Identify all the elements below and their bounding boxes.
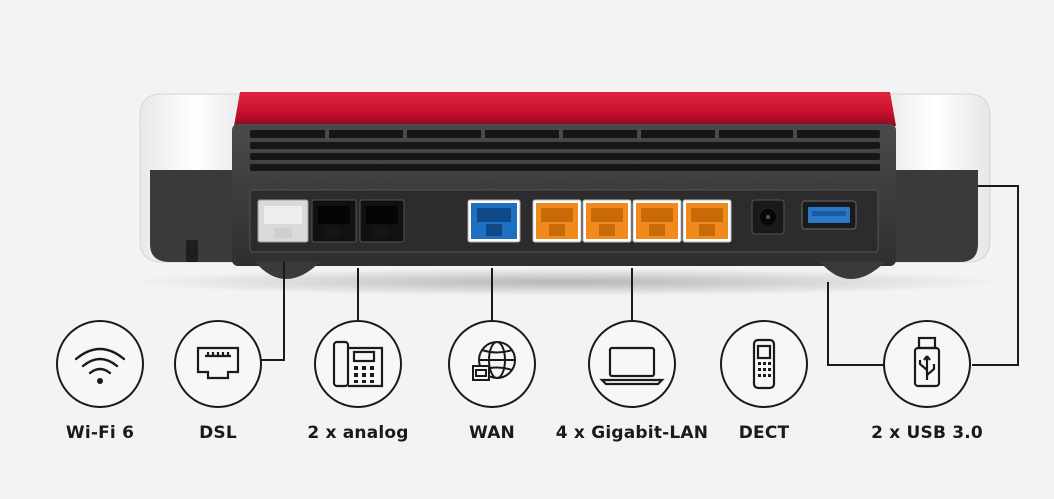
usb-port [801, 200, 857, 230]
port-label-lan1: LAN 1 [540, 181, 565, 190]
port-label-power: Power [750, 181, 776, 190]
wan-port [467, 199, 521, 243]
port-label-fon2: FON 2 [362, 181, 388, 190]
port-label-lan3: LAN 3 [638, 181, 663, 190]
feature-icon-lan [588, 320, 676, 408]
feature-icon-analog [314, 320, 402, 408]
port-label-wan: WAN [478, 181, 498, 190]
port-label-fon1: FON 1 [314, 181, 340, 190]
fon2-port [359, 199, 405, 243]
lan2-port [582, 199, 632, 243]
lan4-port [682, 199, 732, 243]
port-label-usb: USB [818, 181, 835, 190]
feature-icon-wifi [56, 320, 144, 408]
lan1-port [532, 199, 582, 243]
usb-stick-icon [913, 336, 941, 388]
feature-icon-usb [883, 320, 971, 408]
analog-phone-icon [332, 340, 384, 388]
feature-label-wan: WAN [469, 423, 515, 443]
router-right-end-cap [879, 93, 991, 263]
lan3-port [632, 199, 682, 243]
feature-label-analog: 2 x analog [307, 423, 409, 443]
vent-slots [250, 130, 880, 171]
wan-globe-icon [472, 341, 516, 381]
port-label-dsl: DSL [270, 181, 287, 190]
feature-label-usb: 2 x USB 3.0 [871, 423, 983, 443]
port-label-lan2: LAN 2 [590, 181, 615, 190]
feature-label-lan: 4 x Gigabit-LAN [555, 423, 709, 443]
feature-label-dect: DECT [738, 423, 790, 443]
router-red-top [234, 92, 896, 126]
connector-lines [261, 185, 1019, 366]
feature-label-wifi: Wi-Fi 6 [65, 423, 135, 443]
router-left-end-cap [139, 93, 251, 263]
dect-handset-icon [752, 338, 776, 390]
feature-label-dsl: DSL [199, 423, 237, 443]
feature-icon-wan [448, 320, 536, 408]
power-port [751, 199, 785, 235]
feature-icon-dect [720, 320, 808, 408]
port-label-lan4: LAN 4 [688, 181, 713, 190]
fon1-port [311, 199, 357, 243]
wifi-icon [74, 347, 126, 375]
dsl-port-icon [196, 346, 240, 380]
laptop-icon [599, 346, 665, 386]
feature-icon-dsl [174, 320, 262, 408]
dsl-port [257, 199, 309, 243]
